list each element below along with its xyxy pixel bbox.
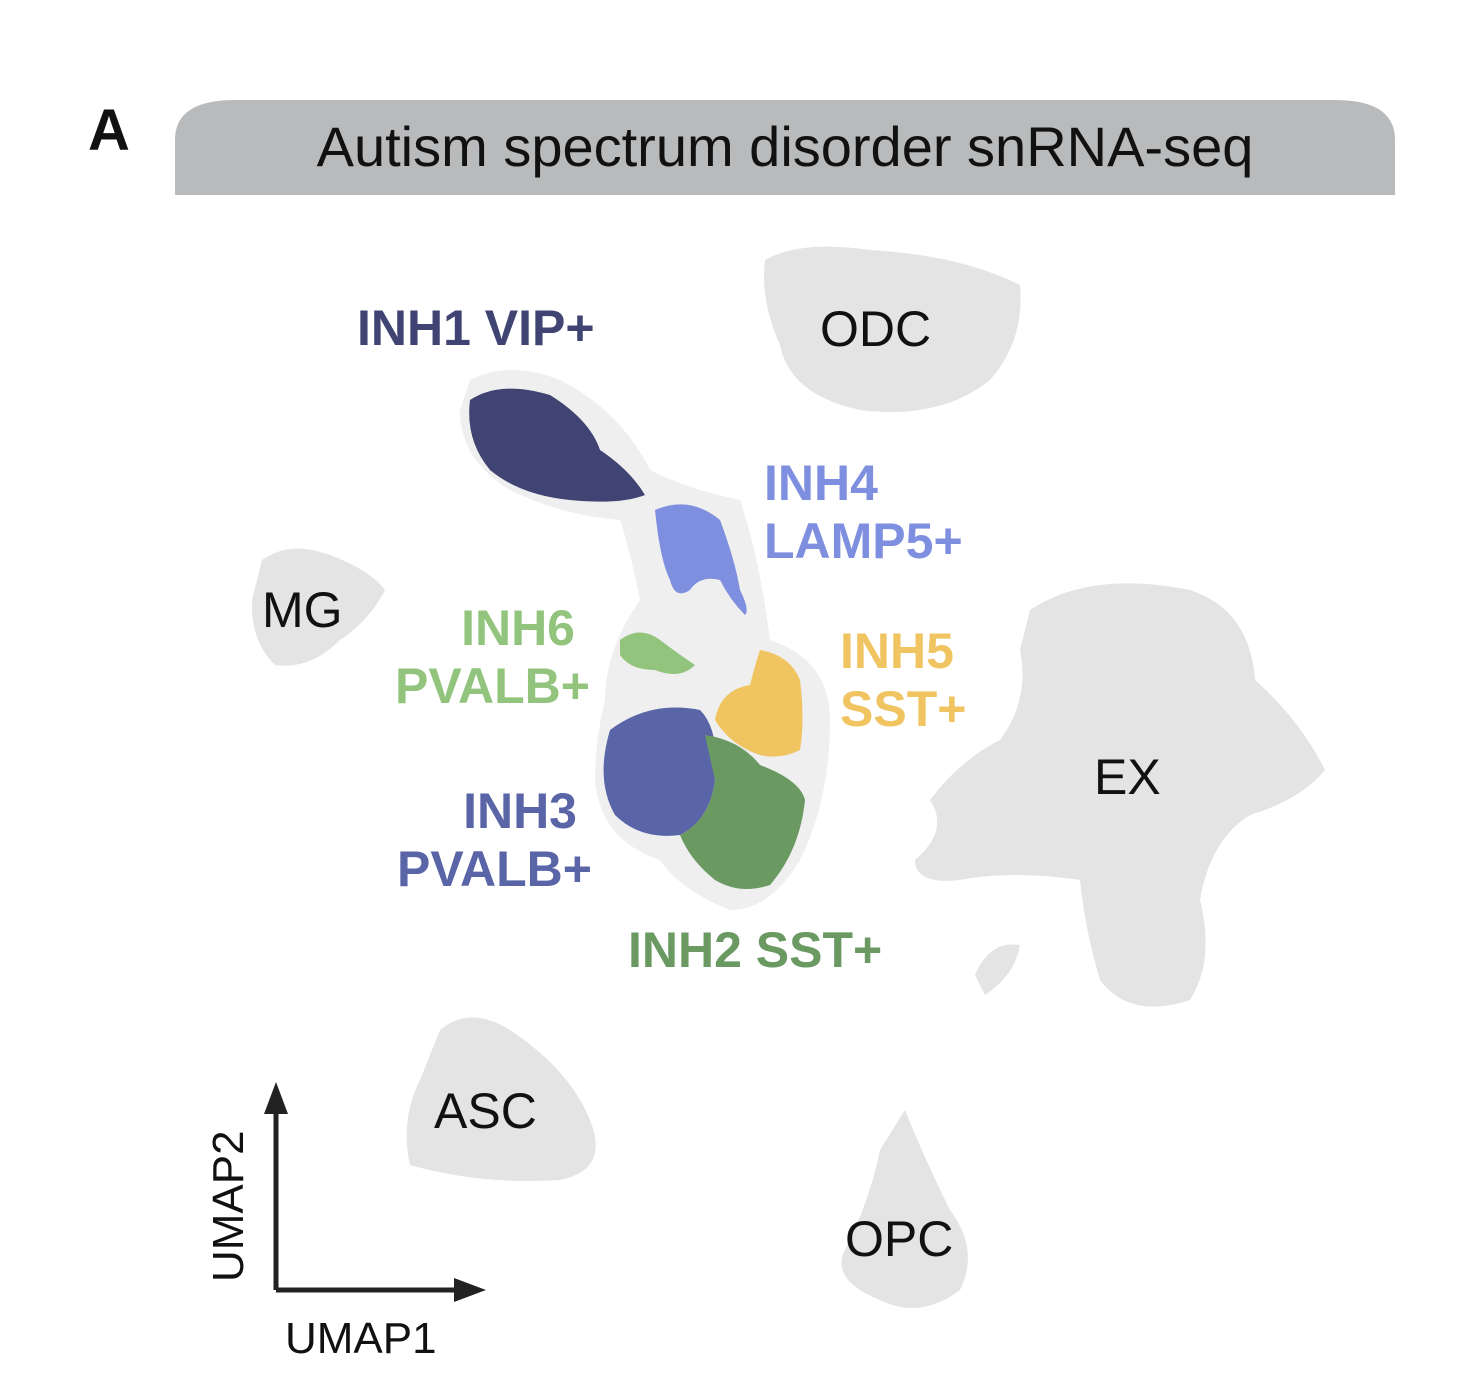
x-axis-label: UMAP1 — [285, 1314, 437, 1363]
label-inh2: INH2 SST+ — [628, 922, 882, 978]
label-inh3-line1: INH3 — [463, 783, 577, 839]
cluster-asc — [406, 1017, 596, 1181]
label-inh6-line2: PVALB+ — [395, 658, 590, 714]
label-inh4-line2: LAMP5+ — [764, 513, 963, 569]
cluster-ex — [915, 583, 1325, 1007]
cluster-opc — [841, 1110, 968, 1308]
cluster-inh5 — [715, 650, 803, 757]
header-banner — [175, 100, 1395, 195]
cluster-inh3 — [603, 707, 716, 836]
label-ex: EX — [1094, 749, 1161, 805]
panel-letter: A — [88, 98, 130, 163]
label-asc: ASC — [434, 1083, 537, 1139]
cluster-inh4 — [655, 504, 747, 615]
label-odc: ODC — [820, 301, 931, 357]
umap-axes — [273, 1105, 462, 1293]
label-inh5-line1: INH5 — [840, 623, 954, 679]
label-opc: OPC — [845, 1211, 953, 1267]
cluster-ex-fragment — [975, 944, 1020, 995]
cluster-inh2 — [680, 735, 805, 889]
cluster-inh1 — [469, 388, 645, 502]
chart-title: Autism spectrum disorder snRNA-seq — [317, 115, 1254, 178]
label-mg: MG — [262, 582, 343, 638]
label-inh1: INH1 VIP+ — [357, 300, 595, 356]
x-axis-arrowhead — [454, 1278, 486, 1302]
label-inh3-line2: PVALB+ — [397, 841, 592, 897]
cluster-odc — [764, 246, 1021, 412]
label-inh4-line1: INH4 — [764, 455, 878, 511]
label-inh5-line2: SST+ — [840, 681, 966, 737]
y-axis-label: UMAP2 — [204, 1130, 253, 1282]
cluster-inh6 — [620, 632, 695, 674]
y-axis-arrowhead — [264, 1082, 288, 1114]
cluster-mg — [251, 548, 385, 666]
label-inh6-line1: INH6 — [461, 600, 575, 656]
